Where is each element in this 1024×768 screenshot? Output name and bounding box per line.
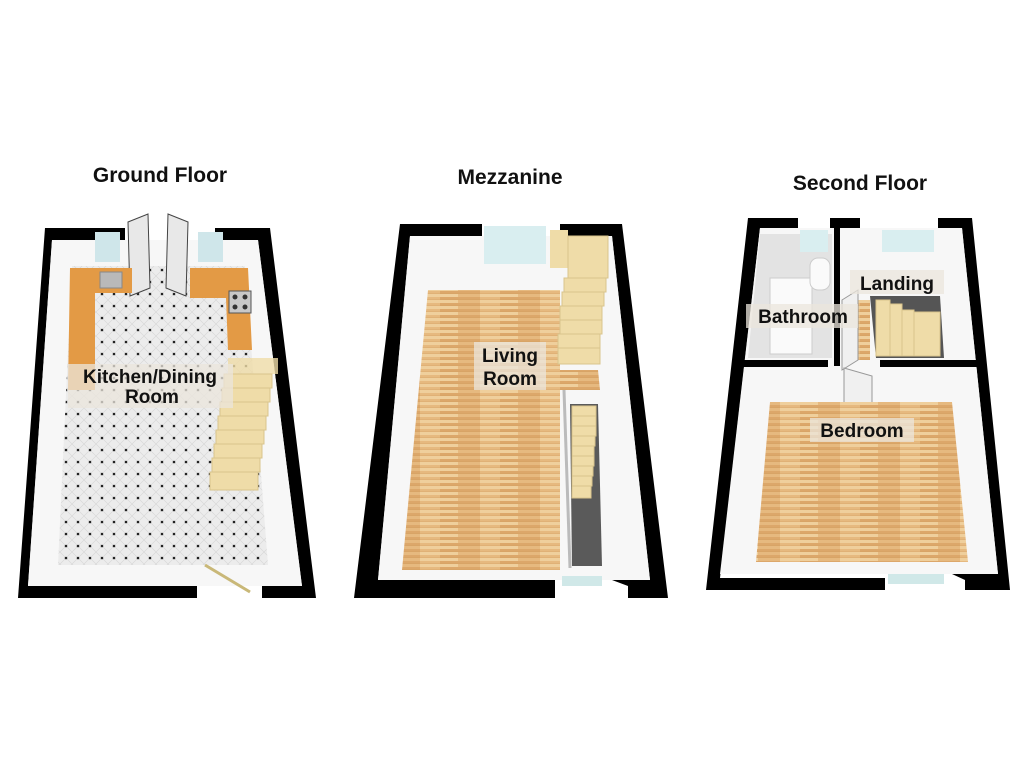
staircase-down: [571, 405, 597, 499]
window: [800, 230, 828, 252]
window: [198, 232, 223, 262]
living-room-label: Living: [482, 346, 538, 367]
sink: [99, 271, 123, 289]
internal-wall: [880, 360, 980, 367]
bathroom-label: Bathroom: [758, 307, 848, 328]
wood-floor: [756, 402, 968, 562]
door: [841, 289, 859, 371]
toilet: [809, 257, 831, 291]
second-floor-title: Second Floor: [792, 172, 928, 195]
staircase: [209, 358, 278, 491]
mezzanine-title: Mezzanine: [457, 166, 563, 189]
window: [882, 230, 934, 252]
front-door: [204, 563, 251, 594]
landing-label: Landing: [860, 274, 934, 295]
ground-floor-title: Ground Floor: [92, 164, 228, 187]
kitchen-dining-label: Kitchen/Dining: [83, 367, 217, 388]
door: [165, 213, 189, 297]
internal-wall: [738, 360, 828, 367]
bedroom-label: Bedroom: [820, 421, 903, 442]
living-room-label-line2: Room: [483, 369, 537, 390]
handrail: [562, 389, 572, 569]
countertop: [190, 268, 252, 350]
staircase: [875, 299, 941, 357]
window: [95, 232, 120, 262]
countertop: [68, 268, 132, 390]
staircase-up: [550, 230, 609, 365]
window: [484, 226, 546, 264]
kitchen-dining-label-line2: Room: [125, 387, 179, 408]
mezzanine-outer-wall: [354, 224, 555, 598]
internal-wall: [834, 228, 840, 366]
hob: [228, 290, 252, 314]
wood-floor: [402, 290, 560, 570]
